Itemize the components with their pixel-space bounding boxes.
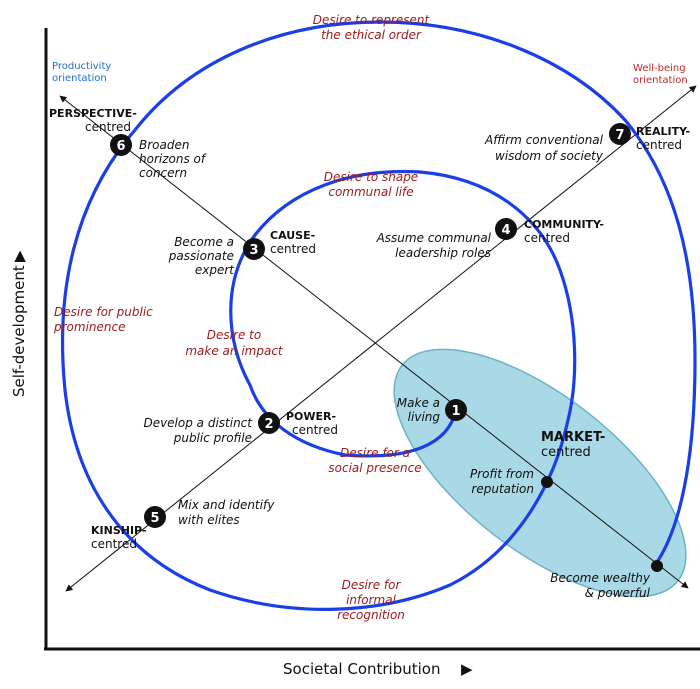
node-4: 4 [495, 218, 517, 240]
action-6-line-3: concern [139, 166, 187, 180]
productivity-label-1: Productivity [52, 61, 111, 72]
node-4-number: 4 [501, 223, 510, 238]
desire-communal-line-1: Desire to shape [324, 170, 418, 184]
kinship-suffix: centred [91, 537, 137, 551]
y-axis-label-group: Self-development ▶ [10, 250, 28, 397]
desire-communal-line-2: communal life [328, 185, 413, 199]
node-1: 1 [445, 399, 467, 421]
profit-line-1: Profit from [470, 467, 534, 481]
wealthy-line-1: Become wealthy [550, 571, 651, 585]
action-1-line-1: Make a [397, 396, 440, 410]
market-title: MARKET- [541, 430, 605, 445]
market-subtitle: centred [541, 445, 591, 460]
node-6-number: 6 [116, 139, 125, 154]
desire-ethical-line-1: Desire to represent [313, 13, 431, 27]
reality-suffix: centred [636, 138, 682, 152]
profit-line-2: reputation [471, 482, 534, 496]
action-3-line-2: passionate [168, 249, 234, 263]
action-3-line-3: expert [195, 263, 235, 277]
action-6-line-1: Broaden [139, 138, 189, 152]
wealthy-line-2: & powerful [585, 586, 651, 600]
node-3: 3 [243, 238, 265, 260]
power-suffix: centred [292, 423, 338, 437]
node-2-number: 2 [264, 417, 273, 432]
market-dot-wealthy [651, 560, 663, 572]
action-2-line-2: public profile [173, 431, 252, 445]
productivity-label-2: orientation [52, 73, 107, 84]
desire-social-line-1: Desire for a [340, 446, 410, 460]
cause-name: CAUSE- [270, 229, 315, 242]
community-suffix: centred [524, 231, 570, 245]
market-dot-profit [541, 476, 553, 488]
desire-impact-line-2: make an impact [185, 344, 284, 358]
action-1-line-2: living [408, 410, 441, 424]
desire-social-line-2: social presence [328, 461, 421, 475]
desire-prominence-line-2: prominence [53, 320, 126, 334]
node-1-number: 1 [451, 404, 460, 419]
y-axis-arrow: ▶ [10, 250, 28, 262]
y-axis-label: Self-development [10, 265, 28, 397]
action-2-line-1: Develop a distinct [143, 416, 253, 430]
action-4-line-1: Assume communal [376, 231, 492, 245]
action-5-line-2: with elites [178, 513, 240, 527]
node-5: 5 [144, 506, 166, 528]
node-7-number: 7 [615, 128, 624, 143]
power-name: POWER- [286, 410, 336, 423]
reality-name: REALITY- [636, 125, 690, 138]
wellbeing-axis [65, 85, 697, 592]
kinship-name: KINSHIP- [91, 524, 146, 537]
node-5-number: 5 [150, 511, 159, 526]
x-axis-label: Societal Contribution [283, 660, 441, 678]
action-6-line-2: horizons of [139, 152, 207, 166]
action-3-line-1: Become a [174, 235, 234, 249]
action-5-line-1: Mix and identify [178, 498, 275, 512]
desire-prominence-line-1: Desire for public [54, 305, 153, 319]
action-7-line-2: wisdom of society [495, 149, 604, 163]
desire-informal-line-1: Desire for [342, 578, 402, 592]
node-7: 7 [609, 123, 631, 145]
action-4-line-2: leadership roles [395, 246, 491, 260]
action-7-line-1: Affirm conventional [484, 133, 604, 147]
wellbeing-label-2: orientation [633, 75, 688, 86]
desire-ethical-line-2: the ethical order [321, 28, 422, 42]
desire-informal-line-3: recognition [337, 608, 405, 622]
cause-suffix: centred [270, 242, 316, 256]
desire-informal-line-2: informal [346, 593, 396, 607]
perspective-name: PERSPECTIVE- [49, 107, 137, 120]
node-3-number: 3 [249, 243, 258, 258]
node-2: 2 [258, 412, 280, 434]
desire-impact-line-1: Desire to [207, 328, 261, 342]
node-6: 6 [110, 134, 132, 156]
community-name: COMMUNITY- [524, 218, 604, 231]
wellbeing-label-1: Well-being [633, 63, 686, 74]
perspective-suffix: centred [85, 120, 131, 134]
x-axis-arrow: ▶ [461, 660, 473, 678]
spiral-path [60, 20, 697, 611]
